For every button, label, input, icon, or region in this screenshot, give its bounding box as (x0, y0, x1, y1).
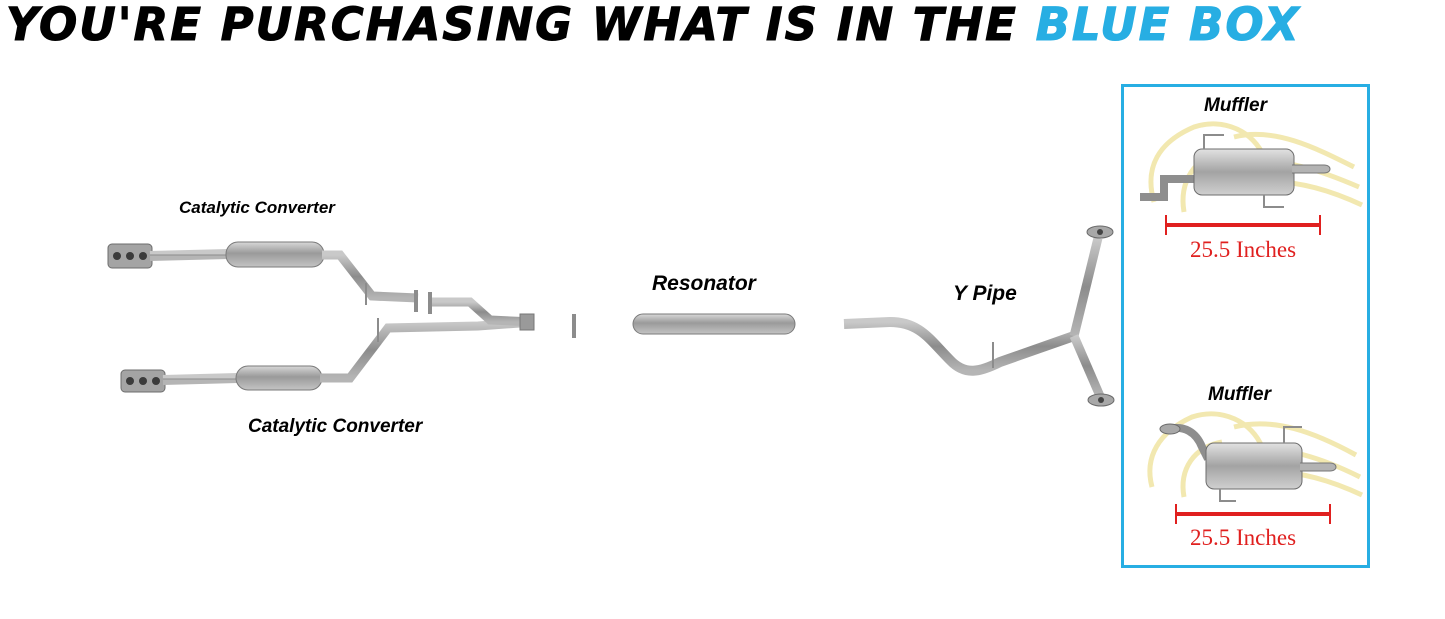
muffler-2-label: Muffler (1208, 384, 1271, 405)
muffler-2-image (1147, 411, 1364, 524)
muffler-1-label: Muffler (1204, 95, 1267, 116)
blue-box: Muffler 25.5 Inches Muffler 25.5 Inches (1121, 84, 1370, 568)
muffler-1-measurement: 25.5 Inches (1190, 237, 1297, 262)
catalytic-converter-top-label: Catalytic Converter (179, 198, 335, 217)
y-pipe (843, 225, 1115, 407)
catalytic-converter-bottom (120, 317, 535, 393)
y-pipe-label: Y Pipe (953, 282, 1017, 305)
muffler-2-measurement: 25.5 Inches (1190, 525, 1297, 550)
catalytic-converter-bottom-label: Catalytic Converter (248, 416, 423, 437)
page-title: YOU'RE PURCHASING WHAT IS IN THE BLUE BO… (6, 0, 1301, 52)
merge-pipe (428, 292, 535, 331)
mufflers-art (1140, 121, 1364, 524)
title-accent: BLUE BOX (1035, 0, 1301, 52)
catalytic-converter-top (107, 241, 419, 312)
exhaust-diagram (107, 225, 1115, 407)
muffler-1-image (1140, 121, 1364, 235)
title-main: YOU'RE PURCHASING WHAT IS IN THE (6, 0, 1018, 52)
resonator-label: Resonator (652, 272, 756, 295)
resonator (572, 313, 808, 338)
